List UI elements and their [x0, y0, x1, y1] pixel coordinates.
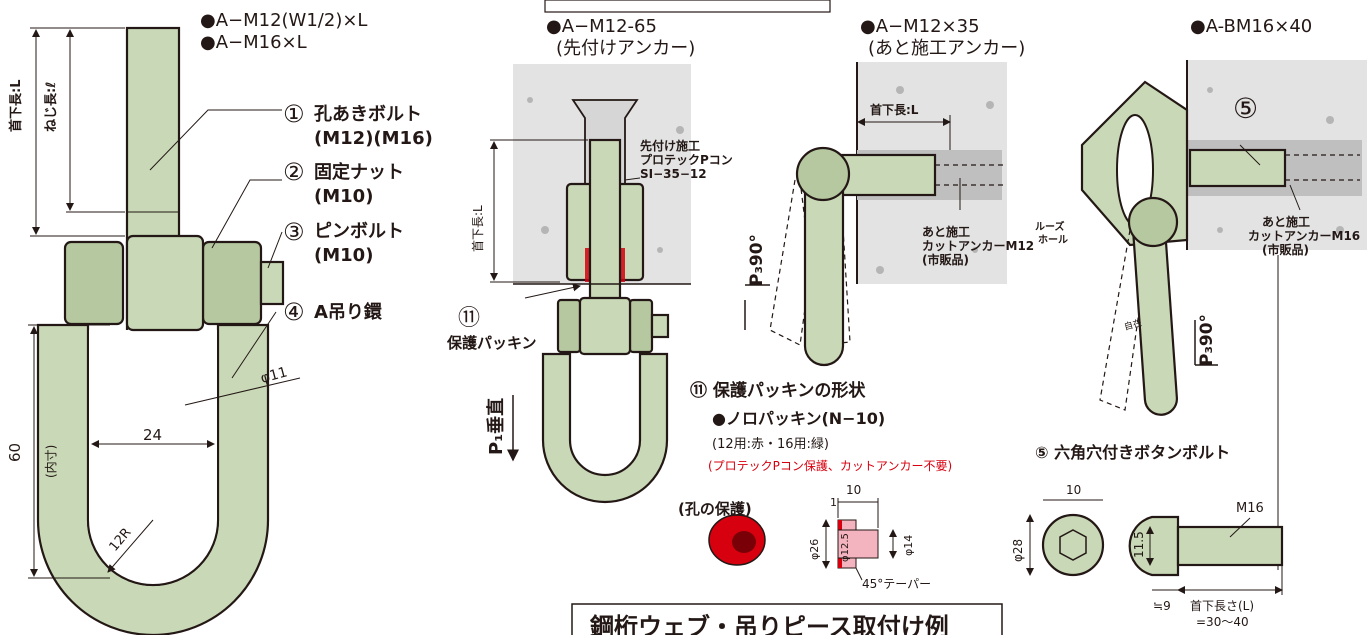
packing-colors: (12用:赤・16用:緑)	[712, 437, 829, 452]
fig3-drawing	[744, 62, 1007, 367]
fixing-nut-right	[201, 240, 263, 326]
bb-m16: M16	[1236, 501, 1264, 516]
fig4-anchor-3: (市販品)	[1262, 242, 1309, 257]
part3-name: ピンボルト	[314, 221, 404, 242]
bb-neck-2: =30〜40	[1196, 615, 1249, 629]
packing-note: (プロテックPコン保護、カットアンカー不要)	[708, 458, 952, 473]
part11-name: 保護パッキン	[446, 334, 537, 352]
fig3-anchor-3: (市販品)	[922, 252, 969, 267]
fig3-anchor-2: カットアンカーM12	[922, 239, 1034, 253]
packing-name: ●ノロパッキン(N−10)	[712, 409, 885, 428]
fig1-drawing	[28, 26, 301, 635]
part2-number: ②	[283, 158, 305, 186]
fig4-load: P₃90°	[1197, 314, 1217, 366]
dim-neck-fig1: 首下長:L	[8, 80, 24, 132]
hex-head-fig4	[1127, 196, 1179, 248]
part1-size: (M12)(M16)	[314, 128, 433, 149]
spec-m16: ●A−M16×L	[200, 32, 307, 53]
bottom-title: 鋼桁ウェブ・吊りピース取付け例	[590, 613, 949, 635]
dim-thread-fig1: ねじ長:ℓ	[44, 82, 59, 132]
fig3-anchor-1: あと施工	[922, 224, 970, 239]
spec-m12: ●A−M12(W1/2)×L	[200, 10, 367, 31]
loose-hole-1: ルーズ	[1035, 220, 1065, 233]
dim-inner: (内寸)	[44, 445, 58, 478]
pk-d14: φ14	[902, 535, 915, 556]
bb-d9: ≒9	[1153, 599, 1171, 613]
part1-number: ①	[283, 100, 305, 128]
fig3-dim-neck: 首下長:L	[870, 102, 919, 117]
fig4-title: ●A-BM16×40	[1190, 16, 1312, 37]
fig2-subtitle: (先付けアンカー)	[556, 38, 695, 59]
loose-hole-2: ホール	[1038, 234, 1068, 246]
button-bolt-detail	[1026, 499, 1284, 595]
fixing-nut-left	[63, 240, 125, 326]
bb-d115: 11.5	[1132, 531, 1146, 558]
pk-d1: 1	[830, 496, 837, 509]
fig2-anchor-3: SI−35−12	[640, 167, 707, 181]
button-bolt-heading: ⑤ 六角穴付きボタンボルト	[1035, 443, 1230, 462]
packing-heading: ⑪ 保護パッキンの形状	[690, 380, 866, 401]
part5-number: ⑤	[1233, 92, 1258, 125]
part11-number: ⑪	[458, 306, 480, 331]
part3-size: (M10)	[314, 245, 373, 266]
part2-name: 固定ナット	[314, 161, 404, 183]
part2-size: (M10)	[314, 186, 373, 207]
fig4-drawing	[1080, 60, 1367, 570]
pk-taper: 45°テーパー	[862, 577, 931, 591]
bb-d28: φ28	[1011, 539, 1025, 562]
hole-protection-label: (孔の保護)	[678, 500, 752, 518]
fig4-anchor-1: あと施工	[1262, 214, 1310, 229]
bb-neck-1: 首下長さ(L)	[1190, 599, 1254, 613]
dim-60: 60	[6, 443, 24, 462]
part3-number: ③	[283, 218, 305, 246]
dim-24: 24	[143, 426, 162, 444]
fig2-dim-neck: 首下長:L	[471, 205, 485, 252]
pk-d125: φ12.5	[840, 533, 851, 562]
fig2-drawing	[490, 64, 691, 504]
pin-bolt	[259, 260, 285, 306]
fig3-subtitle: (あと施工アンカー)	[868, 38, 1025, 59]
part4-number: ④	[283, 298, 305, 326]
fig3-load: P₃90°	[747, 234, 767, 286]
fig2-title: ●A−M12-65	[546, 16, 657, 37]
bb-d10: 10	[1066, 483, 1081, 497]
fig3-title: ●A−M12×35	[860, 16, 980, 37]
hex-head-fig3	[795, 146, 851, 202]
fig2-anchor-2: プロテックPコン	[640, 152, 733, 167]
pk-d26: φ26	[808, 539, 821, 560]
bottom-title-box	[571, 603, 1003, 635]
fig2-anchor-1: 先付け施工	[640, 138, 700, 153]
packing-detail	[708, 498, 897, 581]
header-box	[544, 0, 831, 13]
pk-d10: 10	[846, 483, 861, 497]
part1-name: 孔あきボルト	[314, 104, 422, 125]
shackle-fig2	[541, 352, 669, 504]
fig4-anchor-2: カットアンカーM16	[1248, 229, 1360, 243]
dim-phi11: φ11	[259, 364, 289, 386]
part4-name: A吊り鐶	[314, 301, 383, 323]
fig2-load: P₁垂直	[485, 398, 507, 455]
